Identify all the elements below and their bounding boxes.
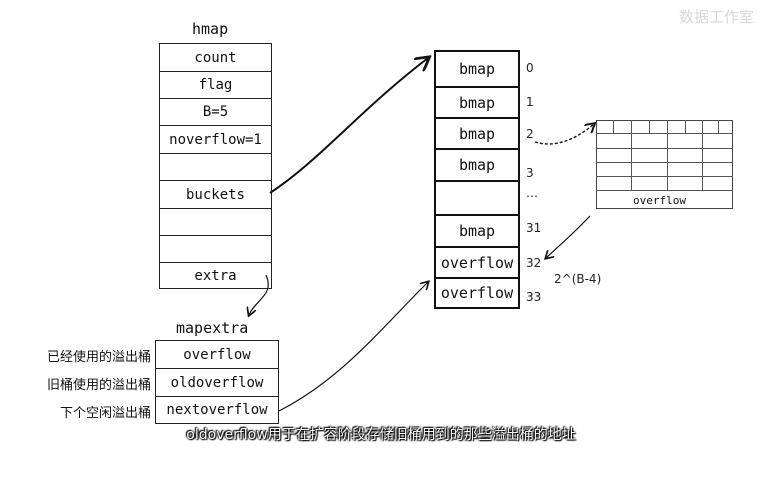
hmap-field-noverflow: noverflow=1 (160, 126, 271, 154)
hmap-field-empty-2 (160, 209, 271, 236)
bucket-2: bmap (436, 119, 518, 150)
mapextra-field-oldoverflow: oldoverflow (156, 369, 278, 397)
hmap-field-buckets: buckets (160, 181, 271, 209)
hmap-field-empty-3 (160, 236, 271, 263)
overflow-grid-table (596, 120, 733, 209)
bucket-index-0: 0 (526, 61, 534, 75)
bucket-index-33: 33 (526, 290, 542, 304)
bucket-0: bmap (436, 52, 518, 88)
hmap-field-b: B=5 (160, 99, 271, 126)
mapextra-field-overflow: overflow (156, 341, 278, 369)
hmap-field-empty-1 (160, 154, 271, 181)
bucket-array: bmap bmap bmap bmap bmap overflow overfl… (434, 50, 520, 309)
overflow-grid-label: overflow (633, 194, 686, 207)
bucket-3: bmap (436, 150, 518, 182)
arrow-extra-to-mapextra (249, 274, 269, 315)
bucket-overflow-32: overflow (436, 248, 518, 279)
hmap-struct: count flag B=5 noverflow=1 buckets extra (159, 43, 272, 289)
arrow-nextoverflow-to-overflow (278, 282, 428, 412)
bucket-index-ellipsis: … (526, 186, 538, 200)
bucket-31: bmap (436, 216, 518, 248)
overflow-count-note: 2^(B-4) (554, 272, 602, 286)
bucket-index-32: 32 (526, 256, 542, 270)
mapextra-struct: overflow oldoverflow nextoverflow (155, 340, 279, 424)
bucket-index-31: 31 (526, 221, 542, 235)
mapextra-field-nextoverflow: nextoverflow (166, 402, 268, 418)
mapextra-title: mapextra (176, 319, 249, 337)
arrow-buckets-to-array (269, 58, 428, 194)
hmap-field-flag: flag (160, 72, 271, 99)
hmap-title: hmap (192, 20, 229, 38)
watermark-text: 数据工作室 (678, 8, 754, 26)
bucket-index-2: 2 (526, 127, 534, 141)
bucket-1: bmap (436, 88, 518, 119)
mapextra-label-nextoverflow: 下个空闲溢出桶 (59, 406, 151, 421)
mapextra-label-oldoverflow: 旧桶使用的溢出桶 (46, 378, 151, 393)
bucket-overflow-33: overflow (440, 284, 514, 302)
bucket-index-1: 1 (526, 95, 534, 109)
mapextra-label-overflow: 已经使用的溢出桶 (46, 350, 151, 365)
hmap-field-count: count (160, 44, 271, 72)
arrow-bucket2-to-grid (534, 124, 594, 145)
bucket-ellipsis (436, 182, 518, 216)
hmap-field-extra: extra (194, 267, 237, 284)
bucket-index-3: 3 (526, 166, 534, 180)
arrow-grid-to-overflow (546, 215, 591, 258)
subtitle-caption: oldoverflow用于在扩容阶段存储旧桶用到的那些溢出桶的地址 (186, 427, 576, 443)
